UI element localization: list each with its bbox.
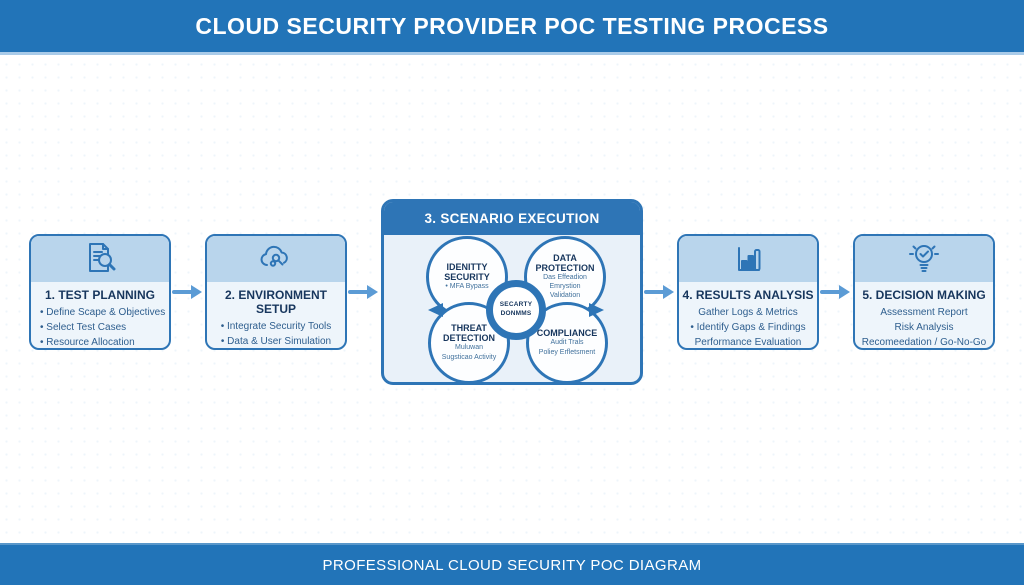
- domain-detail: Audit Trals: [550, 339, 584, 347]
- stage-line: Recomeedation / Go-No-Go: [861, 336, 987, 348]
- stage-results-analysis: 4. RESULTS ANALYSIS Gather Logs & Metric…: [677, 233, 819, 350]
- stage-line: Risk Analysis: [894, 321, 954, 333]
- stage-title: 5. DECISION MAKING: [862, 287, 986, 302]
- stage-title: 4. RESULTS ANALYSIS: [682, 287, 814, 302]
- bar-chart-icon: [738, 246, 761, 271]
- stage-line: • Define Scape & Objectives: [40, 306, 166, 318]
- stage-lines: Gather Logs & Metrics • Identify Gaps & …: [679, 305, 817, 348]
- stage-icon-area: [679, 235, 817, 282]
- header-banner: CLOUD SECURITY PROVIDER POC TESTING PROC…: [0, 0, 1024, 55]
- domain-title: DATA PROTECTION: [535, 252, 595, 273]
- right-arrow-icon: [820, 284, 850, 299]
- diagram-title: CLOUD SECURITY PROVIDER POC TESTING PROC…: [195, 12, 829, 39]
- cloud-tools-icon: [260, 245, 288, 267]
- flow-arrow-4: [819, 282, 853, 302]
- domain-detail: Muluwan: [454, 344, 483, 352]
- stage-line: • Data & User Simulation: [220, 335, 332, 347]
- stage-icon-area: [31, 235, 169, 282]
- flow-arrow-1: [171, 282, 205, 302]
- stage-icon-area: [855, 235, 993, 282]
- right-arrowhead-icon: [589, 302, 604, 317]
- domain-detail: Validation: [549, 292, 581, 300]
- domain-detail: Sugsticao Activity: [441, 353, 497, 361]
- domain-title: IDENITTY SECURITY: [444, 261, 490, 282]
- stage-line: Assessment Report: [880, 306, 968, 318]
- stage-decision-making: 5. DECISION MAKING Assessment Report Ris…: [853, 233, 995, 350]
- stage-line: • Integrate Security Tools: [220, 320, 332, 332]
- right-arrow-icon: [348, 284, 378, 299]
- stage-title: 1. TEST PLANNING: [44, 287, 155, 302]
- left-arrowhead-icon: [428, 302, 443, 317]
- domain-detail: Das Effeadion: [543, 273, 587, 281]
- right-arrow-icon: [172, 284, 202, 299]
- right-arrow-icon: [644, 284, 674, 299]
- lightbulb-check-icon: [909, 244, 939, 272]
- flow-arrow-3: [643, 282, 677, 302]
- stage-line: • Identify Gaps & Findings: [690, 321, 806, 333]
- stage-lines: • Integrate Security Tools • Data & User…: [207, 319, 345, 348]
- stage-icon-area: [207, 235, 345, 282]
- footer-title: PROFESSIONAL CLOUD SECURITY POC DIAGRAM: [322, 556, 702, 574]
- domain-detail: Emrystion: [549, 283, 581, 291]
- stage-environment-setup: 2. ENVIRONMENT SETUP • Integrate Securit…: [205, 233, 347, 350]
- domain-title: COMPLIANCE: [536, 328, 598, 339]
- stage-line: Performance Evaluation: [694, 336, 802, 348]
- flow-region: 1. TEST PLANNING • Define Scape & Object…: [0, 58, 1024, 543]
- scenario-title: 3. SCENARIO EXECUTION: [424, 210, 600, 226]
- stage-lines: Assessment Report Risk Analysis Recomeed…: [855, 305, 993, 348]
- hub-label: DONMMS: [500, 309, 532, 317]
- footer-banner: PROFESSIONAL CLOUD SECURITY POC DIAGRAM: [0, 543, 1024, 585]
- stage-title: 2. ENVIRONMENT SETUP: [224, 287, 327, 316]
- stage-scenario-execution: 3. SCENARIO EXECUTION IDENITTY SECURITY …: [381, 198, 643, 385]
- security-domains-hub: SECARTY DONMMS: [486, 279, 546, 340]
- stage-line: • Select Test Cases: [40, 321, 127, 333]
- stage-line: • Resource Allocation: [40, 336, 135, 348]
- domain-detail: • MFA Bypass: [445, 283, 489, 291]
- stage-line: Gather Logs & Metrics: [698, 306, 798, 318]
- scenario-body: IDENITTY SECURITY • MFA Bypass DATA PROT…: [384, 235, 640, 382]
- domain-title: THREAT DETECTION: [442, 323, 495, 344]
- scenario-header: 3. SCENARIO EXECUTION: [384, 201, 640, 235]
- stage-test-planning: 1. TEST PLANNING • Define Scape & Object…: [29, 233, 171, 350]
- flow-arrow-2: [347, 282, 381, 302]
- document-search-icon: [89, 242, 116, 272]
- domain-detail: Poliey Erfletsment: [538, 348, 596, 356]
- hub-label: SECARTY: [499, 301, 533, 309]
- process-flow: 1. TEST PLANNING • Define Scape & Object…: [29, 198, 995, 385]
- stage-lines: • Define Scape & Objectives • Select Tes…: [31, 305, 169, 348]
